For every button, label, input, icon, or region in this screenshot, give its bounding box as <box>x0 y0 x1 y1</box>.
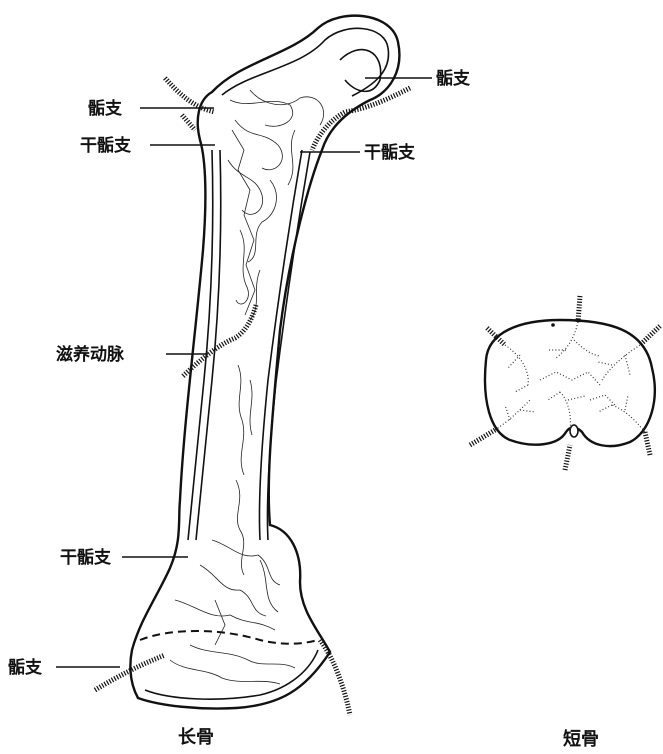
label-epiphyseal-top-right: 骺支 <box>436 68 471 89</box>
short-bone-dot <box>551 323 555 327</box>
label-metaphyseal-top-left: 干骺支 <box>80 135 132 156</box>
short-bone-figure <box>470 296 660 470</box>
label-metaphyseal-bottom-left: 干骺支 <box>60 547 112 568</box>
caption-short-bone: 短骨 <box>563 728 599 750</box>
long-bone-figure <box>95 16 410 715</box>
label-nutrient-artery: 滋养动脉 <box>56 344 125 365</box>
label-metaphyseal-top-right: 干骺支 <box>364 142 416 163</box>
caption-long-bone: 长骨 <box>178 727 214 748</box>
short-bone-foramen <box>570 425 578 437</box>
label-epiphyseal-bottom-left: 骺支 <box>8 657 43 678</box>
short-bone-outline <box>485 320 655 446</box>
long-bone-outline <box>130 16 399 709</box>
label-epiphyseal-top-left: 骺支 <box>88 98 123 119</box>
